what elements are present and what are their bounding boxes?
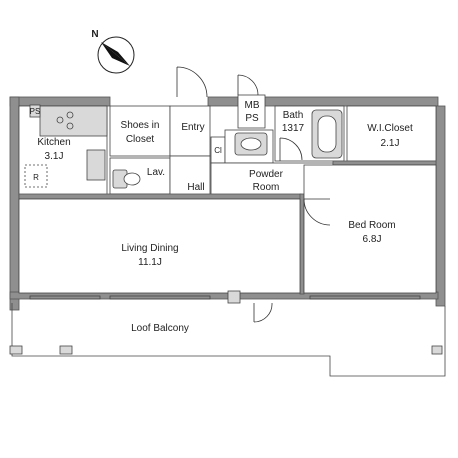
shoes-closet-line1: Shoes in xyxy=(121,120,160,131)
bed-room-size: 6.8J xyxy=(363,234,382,245)
powder-room-line1: Powder xyxy=(249,169,284,180)
lav-name: Lav. xyxy=(147,167,165,178)
refrigerator-space xyxy=(24,164,48,188)
kitchen-room: PS R Kitchen 3.1J xyxy=(18,104,108,197)
kitchen-size: 3.1J xyxy=(45,151,64,162)
cl-room: Cl xyxy=(210,136,226,164)
hall-room: Hall xyxy=(169,155,211,223)
bath-line1: Bath xyxy=(283,110,304,121)
shoes-closet-room: Shoes in Closet xyxy=(109,105,171,157)
entry-name: Entry xyxy=(181,122,204,133)
living-dining-name: Living Dining xyxy=(121,243,178,254)
mb-ps-room: MB PS xyxy=(237,74,266,129)
hall-name: Hall xyxy=(187,182,204,193)
bed-room: Bed Room 6.8J xyxy=(303,164,437,294)
bath-line2: 1317 xyxy=(282,123,305,134)
bed-room-name: Bed Room xyxy=(348,220,395,231)
entry-room: Entry xyxy=(169,66,211,157)
lav-room: Lav. xyxy=(109,157,171,195)
windows xyxy=(29,290,421,323)
living-dining-size: 11.1J xyxy=(138,257,162,268)
balcony-area: Loof Balcony xyxy=(9,303,446,377)
bath-room: Bath 1317 xyxy=(274,105,345,162)
wi-closet-name: W.I.Closet xyxy=(367,123,413,134)
cl-name: Cl xyxy=(214,146,222,155)
balcony-name: Loof Balcony xyxy=(131,323,189,334)
shoes-closet-line2: Closet xyxy=(126,134,155,145)
compass: N xyxy=(91,29,135,74)
kitchen-name: Kitchen xyxy=(37,137,70,148)
mb-ps-line1: MB xyxy=(245,100,260,111)
wi-closet-size: 2.1J xyxy=(381,138,400,149)
living-dining-room: Living Dining 11.1J xyxy=(18,198,301,294)
refrigerator-label: R xyxy=(33,173,39,182)
wi-closet-room: W.I.Closet 2.1J xyxy=(346,105,437,162)
compass-north-label: N xyxy=(91,29,98,40)
mb-ps-line2: PS xyxy=(245,113,259,124)
powder-room-line2: Room xyxy=(253,182,280,193)
ps-small-label: PS xyxy=(30,107,41,116)
